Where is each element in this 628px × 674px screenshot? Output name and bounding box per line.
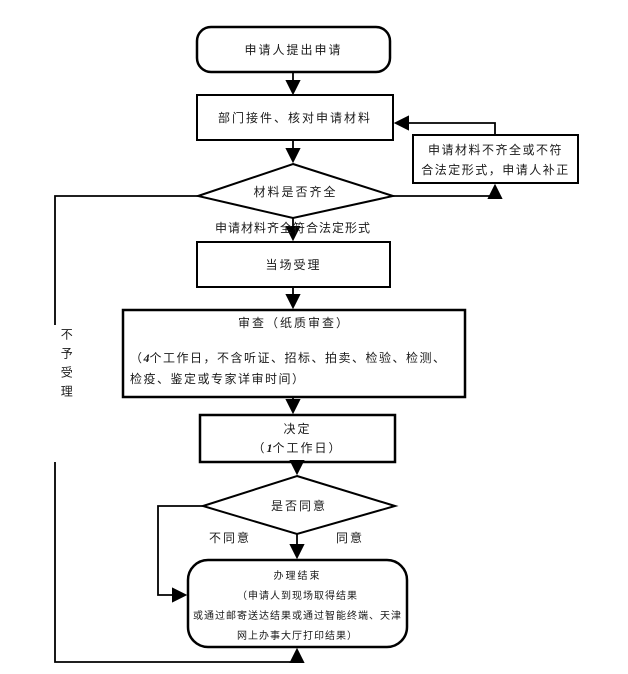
end-node-shape [186, 558, 409, 649]
receive-node-label: 部门接件、核对申请材料 [217, 111, 372, 125]
receive-node-shape [196, 94, 394, 141]
review-node-note-line2: 检疫、鉴定或专家详审时间） [130, 372, 306, 386]
decision-note-open: （ [252, 441, 267, 455]
start-node-label: 申请人提出申请 [244, 43, 343, 57]
end-node-line3: 或通过邮寄送达结果或通过智能终端、天津 [193, 611, 402, 622]
agree-diamond-label: 是否同意 [270, 499, 327, 513]
review-node-shape [121, 308, 467, 399]
end-node-line4: 网上办事大厅打印结果） [237, 631, 358, 642]
decision-note-close: 个工作日） [272, 441, 343, 455]
edge-check-to-supplement [393, 183, 503, 200]
edge-disagree-loop [157, 505, 203, 603]
decision-note-days: 1 [266, 441, 273, 455]
end-node-line1: 办理结束 [273, 571, 322, 582]
qualified-edge-label: 申请材料齐全符合法定形式 [214, 221, 371, 235]
check-diamond-text: 材料是否齐全 [253, 185, 338, 199]
agree-edge-label: 同意 [335, 531, 364, 545]
decision-node-shape [198, 413, 397, 464]
review-note-open: （ [130, 351, 144, 365]
end-node-line2: （申请人到现场取得结果 [237, 591, 358, 602]
supplement-node-shape [412, 134, 579, 184]
disagree-edge-label: 不同意 [208, 531, 251, 545]
edge-reject-lower-segment [54, 462, 305, 664]
supplement-node-line2: 合法定形式，申请人补正 [421, 163, 570, 177]
edge-reject-upper-segment [54, 195, 200, 325]
reject-edge-label: 不予受理 [59, 328, 74, 404]
decision-node-title: 决定 [283, 422, 312, 436]
review-node-note-line1: （4个工作日，不含听证、招标、拍卖、检验、检测、 [130, 350, 462, 366]
review-note-rest: 个工作日，不含听证、招标、拍卖、检验、检测、 [149, 351, 447, 365]
review-note-days: 4 [143, 351, 150, 365]
accept-node-label: 当场受理 [265, 258, 322, 272]
edge-supplement-to-receive [393, 115, 496, 135]
supplement-node-line1: 申请材料不齐全或不符 [427, 143, 563, 157]
review-node-title: 审查（纸质审查） [237, 316, 350, 330]
decision-node-note: （1个工作日） [200, 440, 395, 456]
